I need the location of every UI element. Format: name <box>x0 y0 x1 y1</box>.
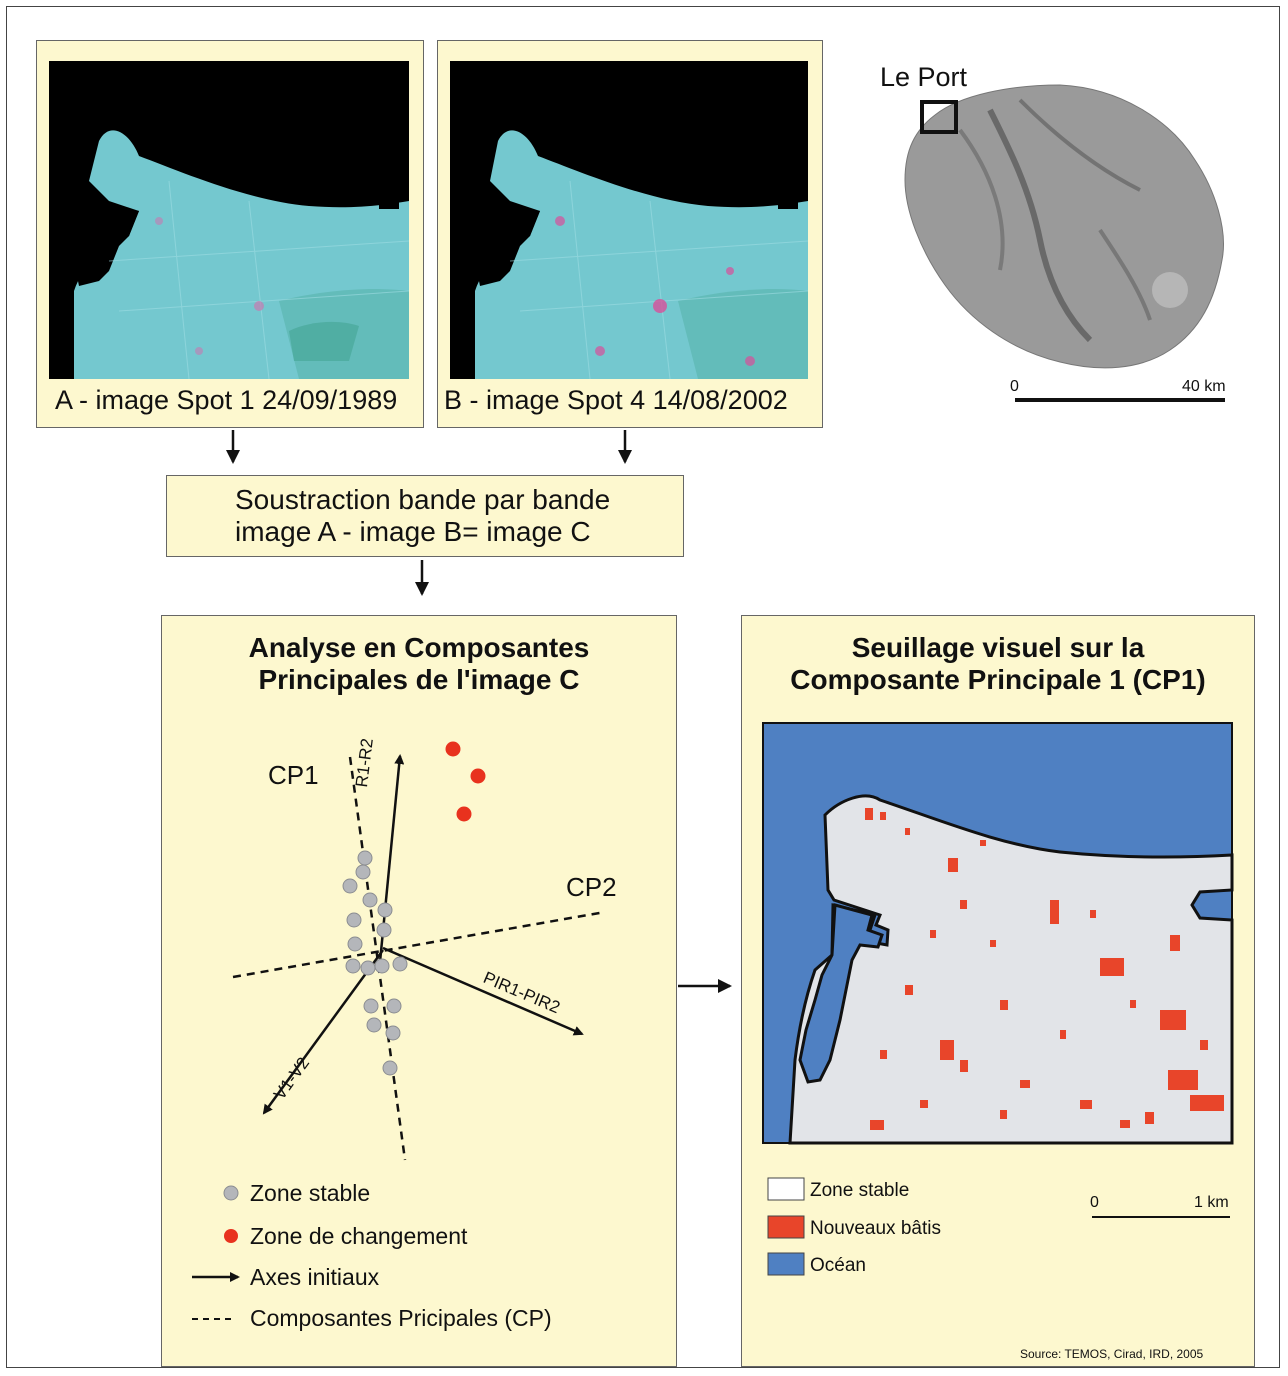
threshold-legend-ocean: Océan <box>810 1255 866 1276</box>
stable-point <box>345 958 361 974</box>
image-b-svg <box>450 61 808 379</box>
stable-point <box>385 1025 401 1041</box>
stable-point <box>374 958 390 974</box>
threshold-title-line1: Seuillage visuel sur la <box>851 632 1145 663</box>
change-points <box>445 741 486 822</box>
change-point <box>470 768 486 784</box>
subtraction-line1: Soustraction bande par bande <box>235 484 611 515</box>
figure-frame <box>6 6 1280 1368</box>
pir-axis-arrow <box>382 946 584 1036</box>
image-a-panel: A - image Spot 1 24/09/1989 <box>36 40 424 428</box>
le-port-locator-box <box>920 100 958 134</box>
legend-zone-stable-swatch <box>767 1177 805 1201</box>
stable-point <box>362 892 378 908</box>
acp-panel: Analyse en Composantes Principales de l'… <box>161 615 677 1367</box>
image-b-caption: B - image Spot 4 14/08/2002 <box>444 385 788 415</box>
image-b-satellite <box>450 61 808 379</box>
threshold-scale-end: 1 km <box>1194 1194 1229 1211</box>
image-a-svg <box>49 61 409 379</box>
v-axis-arrow <box>262 949 385 1115</box>
stable-point <box>377 902 393 918</box>
legend-stable-symbol <box>223 1185 239 1201</box>
stable-point <box>382 1060 398 1076</box>
subtraction-line2: image A - image B= image C <box>235 516 591 547</box>
stable-point <box>355 864 371 880</box>
legend-change-symbol <box>224 1229 238 1243</box>
stable-point <box>346 912 362 928</box>
change-point <box>445 741 461 757</box>
legend-axes-label: Axes initiaux <box>250 1264 380 1290</box>
threshold-legend-built: Nouveaux bâtis <box>810 1218 941 1239</box>
image-b-panel: B - image Spot 4 14/08/2002 <box>437 40 823 428</box>
stable-point <box>386 998 402 1014</box>
cp1-label: CP1 <box>268 760 319 790</box>
stable-point <box>342 878 358 894</box>
cp2-axis-line <box>232 910 606 979</box>
subtraction-panel: Soustraction bande par bande image A - i… <box>166 475 684 557</box>
stable-points <box>342 850 408 1076</box>
stable-point <box>347 936 363 952</box>
change-point <box>456 806 472 822</box>
stable-point <box>363 998 379 1014</box>
stable-point <box>376 922 392 938</box>
acp-title-line2: Principales de l'image C <box>258 664 580 695</box>
island-shape <box>904 84 1224 369</box>
source-note: Source: TEMOS, Cirad, IRD, 2005 <box>1020 1347 1204 1361</box>
threshold-legend-stable: Zone stable <box>810 1180 910 1201</box>
threshold-scale-start: 0 <box>1090 1194 1099 1211</box>
image-a-satellite <box>49 61 409 379</box>
map-scale-start: 0 <box>1010 378 1019 395</box>
legend-cp-label: Composantes Pricipales (CP) <box>250 1305 552 1331</box>
stable-point <box>392 956 408 972</box>
land-area <box>788 794 1234 1145</box>
legend-built-swatch <box>767 1215 805 1239</box>
legend-change-label: Zone de changement <box>250 1223 468 1249</box>
new-built-patches <box>865 808 1224 1130</box>
harbour-basin <box>798 903 884 1084</box>
threshold-title-line2: Composante Principale 1 (CP1) <box>790 664 1206 695</box>
legend-ocean-swatch <box>767 1252 805 1276</box>
acp-title-line1: Analyse en Composantes <box>248 632 590 663</box>
image-a-caption: A - image Spot 1 24/09/1989 <box>55 385 398 415</box>
legend-stable-label: Zone stable <box>250 1180 371 1206</box>
le-port-label: Le Port <box>880 62 968 92</box>
stable-point <box>366 1017 382 1033</box>
cp2-label: CP2 <box>566 872 617 902</box>
map-scale-end: 40 km <box>1182 378 1226 395</box>
